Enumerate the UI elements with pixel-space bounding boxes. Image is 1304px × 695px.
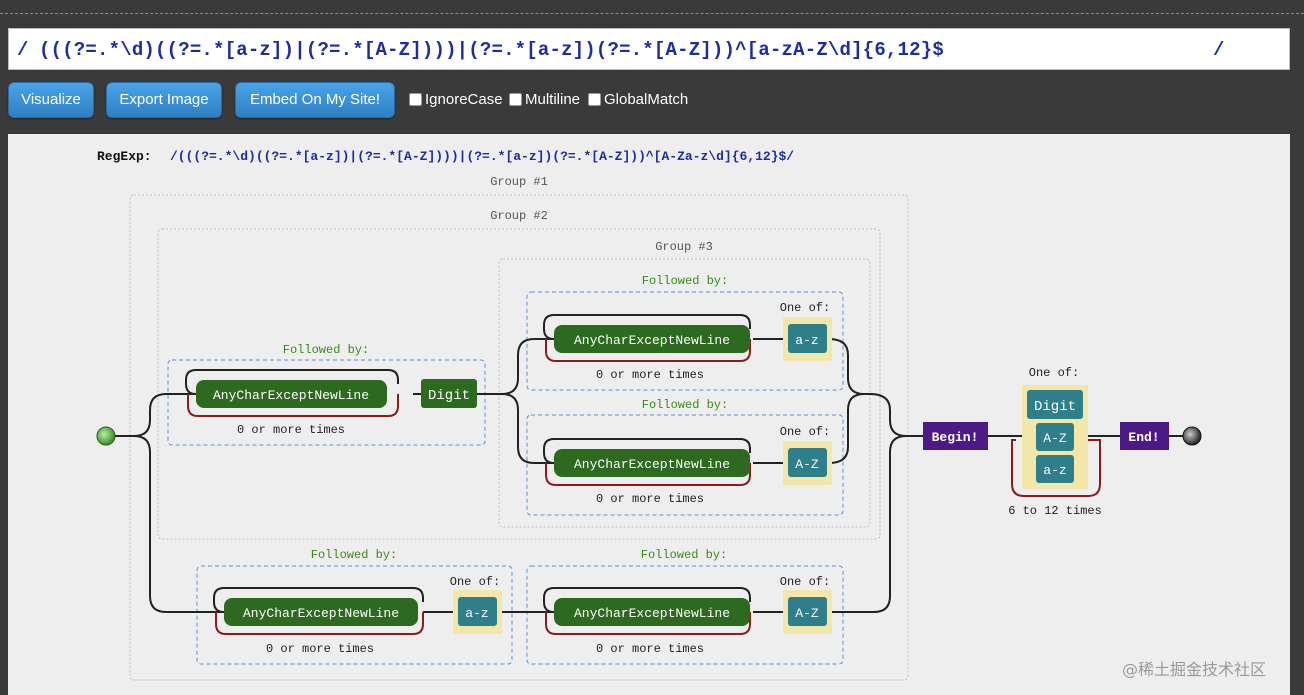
multiline-label: Multiline — [525, 91, 581, 108]
any-char-label: AnyCharExceptNewLine — [213, 388, 369, 403]
zero-or-more-label: 0 or more times — [266, 642, 374, 656]
charset-node-lower — [788, 324, 827, 353]
charset-lower-label: a-z — [465, 606, 488, 621]
regexp-label: RegExp: — [97, 149, 152, 164]
globalmatch-checkbox[interactable]: GlobalMatch — [588, 91, 688, 108]
regexp-value: /(((?=.*\d)((?=.*[a-z])|(?=.*[A-Z])))|(?… — [170, 149, 794, 164]
ignorecase-label: IgnoreCase — [425, 91, 503, 108]
lookahead-bottom-upper-box — [526, 565, 844, 665]
end-label: End! — [1128, 430, 1159, 445]
charset-lower-label-final: a-z — [1043, 463, 1066, 478]
any-char-node-bottom-upper — [554, 598, 750, 626]
group3-box — [498, 258, 871, 528]
begin-node — [923, 422, 988, 450]
multiline-checkbox[interactable]: Multiline — [509, 91, 580, 108]
watermark: @稀土掘金技术社区 — [1122, 660, 1267, 679]
charset-lower-label: a-z — [795, 333, 818, 348]
charset-lower-node-final — [1036, 455, 1074, 483]
any-char-node-digit — [196, 380, 387, 408]
regex-open-slash: / — [17, 39, 29, 61]
charset-upper-label-final: A-Z — [1043, 431, 1067, 446]
diagram-canvas: RegExp: /(((?=.*\d)((?=.*[a-z])|(?=.*[A-… — [8, 134, 1290, 695]
digit-node — [421, 379, 477, 408]
any-char-label: AnyCharExceptNewLine — [574, 333, 730, 348]
digit-label: Digit — [428, 388, 470, 404]
regex-railroad-diagram: RegExp: /(((?=.*\d)((?=.*[a-z])|(?=.*[A-… — [96, 149, 1202, 681]
group1-label: Group #1 — [490, 175, 548, 189]
regex-close-slash: / — [1213, 39, 1225, 61]
zero-or-more-label: 0 or more times — [596, 642, 704, 656]
end-node — [1182, 426, 1202, 446]
followed-by-label-bottom-lower: Followed by: — [311, 548, 397, 562]
top-dashed-divider — [0, 13, 1304, 14]
charset-node-upper — [788, 448, 827, 477]
visualize-button[interactable]: Visualize — [8, 82, 94, 118]
globalmatch-label: GlobalMatch — [604, 91, 689, 108]
regex-input-text[interactable]: (((?=.*\d)((?=.*[a-z])|(?=.*[A-Z])))|(?=… — [39, 39, 944, 61]
any-char-node-upper — [554, 449, 750, 477]
regex-input[interactable]: / (((?=.*\d)((?=.*[a-z])|(?=.*[A-Z])))|(… — [8, 28, 1290, 70]
followed-by-label-bottom-upper: Followed by: — [641, 548, 727, 562]
ignorecase-checkbox[interactable]: IgnoreCase — [409, 91, 503, 108]
embed-button[interactable]: Embed On My Site! — [235, 82, 395, 118]
group2-label: Group #2 — [490, 209, 548, 223]
globalmatch-checkbox-box[interactable] — [588, 93, 601, 106]
any-char-label: AnyCharExceptNewLine — [574, 606, 730, 621]
one-of-label-final: One of: — [1029, 366, 1079, 380]
zero-or-more-label: 0 or more times — [596, 492, 704, 506]
group1-box — [129, 194, 909, 681]
group2-box — [157, 228, 881, 540]
lookahead-lower-box — [526, 291, 844, 391]
connector-lines — [108, 338, 1183, 613]
followed-by-label-digit: Followed by: — [283, 343, 369, 357]
end-label-node — [1120, 422, 1169, 450]
start-node — [96, 426, 116, 446]
charset-digit-label: Digit — [1034, 399, 1076, 415]
any-char-label: AnyCharExceptNewLine — [574, 457, 730, 472]
followed-by-label-lower: Followed by: — [642, 274, 728, 288]
one-of-label: One of: — [780, 301, 830, 315]
group3-label: Group #3 — [655, 240, 713, 254]
charset-node-bottom-upper — [788, 597, 827, 626]
one-of-label: One of: — [780, 575, 830, 589]
multiline-checkbox-box[interactable] — [509, 93, 522, 106]
any-char-label: AnyCharExceptNewLine — [243, 606, 399, 621]
followed-by-label-upper: Followed by: — [642, 398, 728, 412]
zero-or-more-label: 0 or more times — [237, 423, 345, 437]
ignorecase-checkbox-box[interactable] — [409, 93, 422, 106]
charset-upper-label: A-Z — [795, 457, 819, 472]
zero-or-more-label: 0 or more times — [596, 368, 704, 382]
loops — [185, 314, 1101, 635]
lookahead-digit-box — [167, 359, 486, 446]
begin-label: Begin! — [932, 430, 979, 445]
lookahead-bottom-lower-box — [196, 565, 513, 665]
charset-digit-node — [1027, 390, 1083, 419]
lookahead-upper-box — [526, 414, 844, 516]
charset-upper-label: A-Z — [795, 606, 819, 621]
export-image-button[interactable]: Export Image — [106, 82, 222, 118]
charset-upper-node-final — [1036, 423, 1074, 451]
quantifier-label: 6 to 12 times — [1008, 504, 1102, 518]
any-char-node-lower — [554, 325, 750, 353]
charset-node-bottom-lower — [458, 597, 497, 626]
any-char-node-bottom-lower — [224, 598, 418, 626]
one-of-label: One of: — [780, 425, 830, 439]
one-of-label: One of: — [450, 575, 500, 589]
